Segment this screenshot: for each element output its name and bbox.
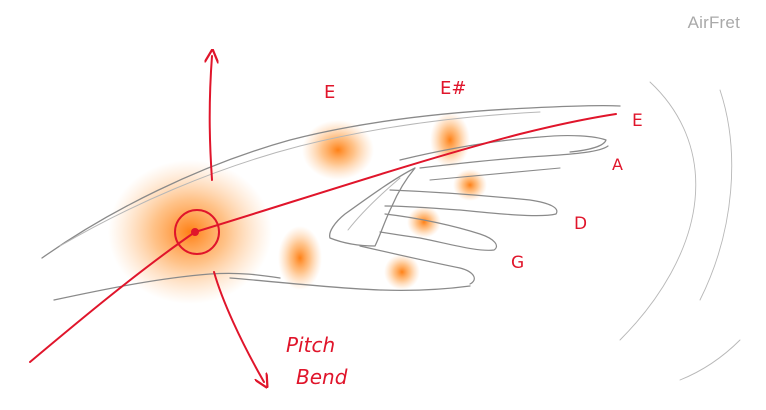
middle-finger-outline [384,189,558,217]
thumb-inner-sketch [347,177,401,231]
annotation-overlay [29,56,617,382]
pitch-bend-label-line2: Bend [296,365,348,389]
note-label-g: G [511,253,524,273]
thumb-outline [329,167,416,247]
forearm-glow-spot [302,120,374,180]
background-guide-stroke-3 [679,339,741,381]
wrist-glow-spot [108,160,272,304]
sensor-glow-group [108,112,487,304]
note-label-a: A [612,155,623,174]
index-finger-underside [429,167,561,181]
background-guide-stroke-1 [619,81,697,341]
finger-g-glow-spot [384,254,420,290]
note-label-e-high: E [632,111,643,131]
little-finger-outline [359,245,475,285]
background-guide-stroke-2 [699,89,733,301]
wrist-pivot-circle [174,209,220,255]
palm-outline-bottom [229,277,471,292]
note-label-e-low: E [324,82,335,103]
palm-glow-spot [278,226,322,290]
note-label-d: D [574,214,587,234]
finger-direction-line [194,113,617,233]
wrist-pivot-dot [191,228,199,236]
forearm-outline-top [41,104,621,259]
finger-e-sharp-glow-spot [430,112,470,168]
pitch-axis-arrow-down [213,271,264,382]
index-finger-outline [419,145,609,169]
arm-direction-line [29,231,196,363]
finger-d-glow-spot [407,206,441,238]
arm-hand-sketch [41,81,741,381]
hand-back-outline [399,134,607,161]
brand-logo-text: AirFret [687,13,740,32]
pitch-bend-label-line1: Pitch [286,333,335,357]
forearm-outline-top-sketch [59,111,541,247]
note-label-e-sharp: E# [440,78,466,99]
pitch-axis-arrow-up [210,56,212,181]
forearm-outline-bottom [53,272,281,301]
ring-finger-outline [379,213,498,251]
